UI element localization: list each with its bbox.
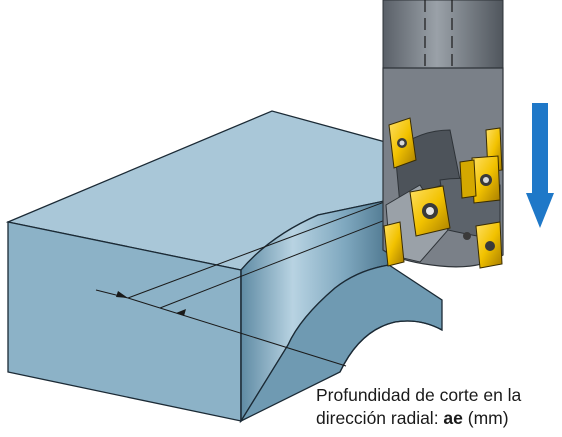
insert-bottom-right [475, 221, 503, 269]
workpiece-block-icon [5, 110, 443, 424]
caption-line-2: dirección radial: ae (mm) [316, 407, 560, 430]
insert-right-mid [459, 155, 501, 204]
caption-line-1: Profundidad de corte en la [316, 385, 522, 405]
caption-prefix: dirección radial: [316, 408, 444, 428]
insert-bottom-left [383, 221, 405, 267]
insert-top-left [388, 117, 417, 169]
block-bottom-curve [339, 320, 443, 373]
caption-unit: (mm) [462, 408, 509, 428]
insert-center [409, 185, 451, 237]
face-mill-icon [382, 0, 504, 269]
ae-caption: Profundidad de corte en la dirección rad… [316, 384, 560, 430]
ae-symbol: ae [443, 408, 463, 428]
down-arrow-icon [526, 103, 554, 228]
ae-arrowheads [116, 291, 186, 316]
